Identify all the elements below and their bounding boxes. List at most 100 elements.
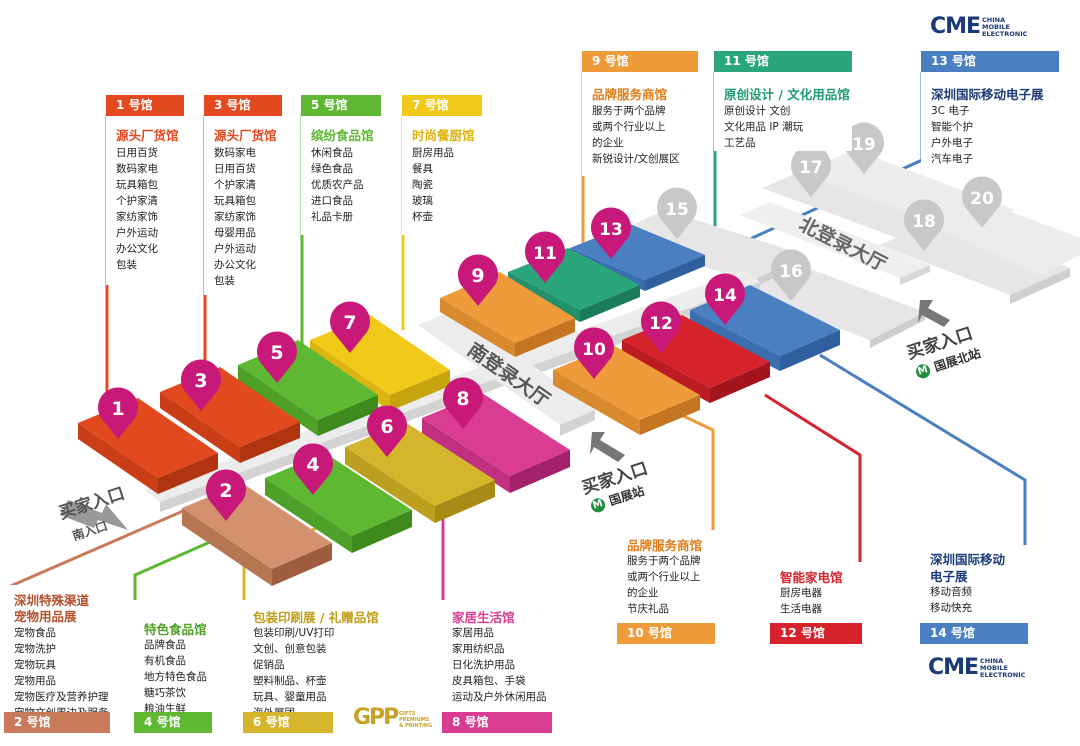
metro-icon: M [914, 362, 932, 380]
hall-card-5-list: 休闲食品 绿色食品 优质农产品 进口食品 礼品卡册 [311, 145, 364, 225]
hall-card-2: 深圳特殊渠道 宠物用品展 宠物食品 宠物洗护 宠物玩具 宠物用品 宠物医疗及营养… [4, 585, 114, 735]
list-item: 服务于两个品牌 [627, 555, 701, 567]
hall-card-6-title: 包装印刷展 / 礼赠品馆 [253, 610, 379, 625]
pin-marker-7: 7 [330, 301, 370, 353]
hall-card-1-title: 源头厂货馆 [116, 128, 179, 143]
north-entrance-arrow [918, 300, 950, 327]
pin-label: 1 [111, 398, 124, 420]
list-item: 宠物用品 [14, 675, 56, 687]
pin-label: 20 [970, 189, 994, 209]
list-item: 玩具、婴童用品 [253, 691, 327, 703]
hall-card-2-title-line2: 宠物用品展 [14, 609, 77, 624]
list-item: 地方特色食品 [144, 671, 207, 683]
list-item: 日化洗护用品 [452, 659, 515, 671]
pin-shape [97, 387, 138, 439]
cme-logo-text: CME [928, 655, 979, 680]
hall-card-3-title: 源头厂货馆 [214, 128, 277, 143]
gpp-sub-line: PREMIUMS [399, 717, 430, 723]
pin-shape [590, 207, 631, 259]
pin-marker-8: 8 [443, 377, 484, 429]
hall-card-2-title-line1: 深圳特殊渠道 [14, 593, 90, 608]
hall-card-2-footer: 2 号馆 [4, 712, 110, 733]
hall-card-11-list: 原创设计 文创 文化用品 IP 潮玩 工艺品 [724, 103, 803, 151]
hall-card-3-list: 数码家电 日用百货 个护家清 玩具箱包 家纺家饰 母婴用品 户外运动 办公文化 … [214, 145, 256, 289]
list-item: 陶瓷 [412, 179, 433, 191]
list-item: 或两个行业以上 [627, 571, 701, 583]
list-item: 塑料制品、杯壶 [253, 675, 327, 687]
pin-label: 17 [799, 158, 823, 178]
hall-card-2-list: 宠物食品 宠物洗护 宠物玩具 宠物用品 宠物医疗及营养护理 宠物文创周边及服务 [14, 625, 109, 721]
pin-label: 15 [665, 200, 689, 220]
list-item: 汽车电子 [931, 153, 973, 165]
list-item: 厨房电器 [780, 587, 822, 599]
hall-card-6: 包装印刷展 / 礼赠品馆 包装印刷/UV打印 文创、创意包装 促销品 塑料制品、… [243, 600, 438, 735]
pin-label: 18 [912, 212, 936, 232]
pin-label: 16 [779, 262, 803, 282]
list-item: 文创、创意包装 [253, 643, 327, 655]
pin-label: 19 [852, 135, 876, 155]
pin-label: 7 [343, 312, 356, 334]
pin-label: 12 [649, 314, 673, 334]
pin-marker-13: 13 [590, 207, 631, 259]
list-item: 糖巧茶饮 [144, 687, 186, 699]
list-item: 玩具箱包 [116, 179, 158, 191]
pin-label: 13 [599, 220, 623, 240]
list-item: 的企业 [627, 587, 659, 599]
list-item: 宠物医疗及营养护理 [14, 691, 109, 703]
list-item: 餐具 [412, 163, 433, 175]
south-lobby [418, 310, 595, 436]
list-item: 绿色食品 [311, 163, 353, 175]
hall-card-10-list: 服务于两个品牌 或两个行业以上 的企业 节庆礼品 [627, 553, 701, 617]
hall-card-9: 9 号馆 品牌服务商馆 服务于两个品牌 或两个行业以上 的企业 新锐设计/文创展… [582, 51, 698, 176]
list-item: 或两个行业以上 [592, 121, 666, 133]
cme-sub-line: MOBILE [980, 664, 1008, 672]
hall-card-12-title: 智能家电馆 [780, 570, 843, 585]
hall-card-8-footer: 8 号馆 [442, 712, 552, 733]
hall-card-5: 5 号馆 缤纷食品馆 休闲食品 绿色食品 优质农产品 进口食品 礼品卡册 [301, 95, 381, 235]
pin-shape [657, 187, 697, 239]
pin-label: 14 [713, 286, 737, 306]
list-item: 皮具箱包、手袋 [452, 675, 526, 687]
list-item: 日用百货 [116, 147, 158, 159]
list-item: 厨房用品 [412, 147, 454, 159]
cme-sub-line: MOBILE [982, 23, 1010, 31]
list-item: 包装 [214, 275, 235, 287]
hall-card-7-header: 7 号馆 [402, 95, 482, 116]
middle-entrance-arrow [590, 432, 625, 462]
hall-card-12-list: 厨房电器 生活电器 [780, 585, 822, 617]
hall-card-14-list: 移动音频 移动快充 [930, 584, 972, 616]
list-item: 户外运动 [116, 227, 158, 239]
hall-card-3: 3 号馆 源头厂货馆 数码家电 日用百货 个护家清 玩具箱包 家纺家饰 母婴用品… [204, 95, 282, 295]
hall-card-8: 家居生活馆 家居用品 家用纺织品 日化洗护用品 皮具箱包、手袋 运动及户外休闲用… [442, 600, 554, 735]
list-item: 个护家清 [116, 195, 158, 207]
pin-shape [257, 331, 297, 383]
gpp-sub-line: GIFTS [399, 711, 416, 717]
list-item: 玩具箱包 [214, 195, 256, 207]
hall-card-8-list: 家居用品 家用纺织品 日化洗护用品 皮具箱包、手袋 运动及户外休闲用品 [452, 625, 547, 705]
list-item: 玻璃 [412, 195, 433, 207]
pin-label: 3 [194, 370, 207, 392]
hall-card-7-title: 时尚餐厨馆 [412, 128, 475, 143]
pin-marker-19: 19 [844, 122, 885, 174]
hall-card-5-title: 缤纷食品馆 [311, 128, 374, 143]
hall-card-14-title-line1: 深圳国际移动 [930, 552, 1006, 567]
list-item: 户外运动 [214, 243, 256, 255]
list-item: 休闲食品 [311, 147, 353, 159]
cme-sub-line: CHINA [980, 657, 1004, 665]
pin-shape [574, 327, 614, 379]
cme-logo-sub: CHINA MOBILE ELECTRONIC [982, 17, 1027, 38]
pin-marker-12: 12 [641, 301, 681, 353]
hall-card-10-title: 品牌服务商馆 [627, 538, 703, 553]
list-item: 智能个护 [931, 121, 973, 133]
pin-shape [293, 443, 333, 495]
list-item: 移动快充 [930, 602, 972, 614]
pin-shape [206, 469, 246, 521]
pin-marker-4: 4 [293, 443, 333, 495]
pin-shape [641, 301, 681, 353]
list-item: 杯壶 [412, 211, 433, 223]
hall-card-12-footer: 12 号馆 [770, 623, 862, 644]
pin-shape [771, 249, 811, 301]
list-item: 户外电子 [931, 137, 973, 149]
